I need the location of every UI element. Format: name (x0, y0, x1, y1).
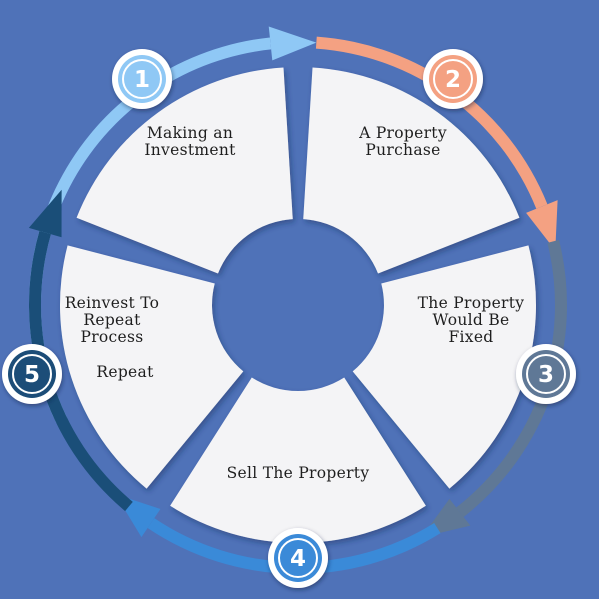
badge-group: 1 2 3 4 5 (2, 49, 576, 588)
step-number-4: 4 (290, 546, 306, 572)
arrow-arc-4 (147, 518, 441, 574)
arrow-arc-5 (28, 230, 133, 512)
badge-fill-5 (8, 350, 56, 398)
step-number-3: 3 (538, 362, 554, 388)
badge-inner-ring-3 (526, 354, 566, 394)
step-3-label-line-1: The Property (418, 294, 525, 312)
segment-4 (170, 377, 426, 543)
badge-inner-ring-1 (122, 59, 162, 99)
segment-5 (59, 245, 244, 489)
badge-fill-4 (274, 534, 322, 582)
segment-1 (76, 67, 293, 274)
step-number-1: 1 (134, 67, 150, 93)
step-2-label-line-2: Purchase (365, 141, 440, 159)
badge-inner-ring-2 (433, 59, 473, 99)
step-5-label-line-3: Process (80, 328, 143, 346)
segment-3 (352, 245, 536, 489)
step-5-extra-label: Repeat (96, 363, 154, 381)
step-badge-1 (112, 49, 172, 109)
step-5-label-line-2: Repeat (83, 311, 141, 329)
segment-ring (59, 67, 536, 543)
step-4-label-line-1: Sell The Property (227, 464, 370, 482)
step-1-label-line-2: Investment (144, 141, 236, 159)
step-badge-2 (423, 49, 483, 109)
step-5-label-line-1: Reinvest To (65, 294, 160, 312)
badge-fill-1 (118, 55, 166, 103)
step-number-5: 5 (24, 362, 40, 388)
badge-fill-2 (429, 55, 477, 103)
step-3-label-line-3: Fixed (448, 328, 493, 346)
arrow-head-2 (526, 200, 558, 251)
badge-inner-ring-5 (12, 354, 52, 394)
badge-fill-3 (522, 350, 570, 398)
step-3-label-line-2: Would Be (433, 311, 510, 329)
arrow-head-5 (28, 189, 62, 238)
segment-2 (303, 67, 520, 274)
step-badge-5 (2, 344, 62, 404)
step-1-label-line-1: Making an (147, 124, 233, 142)
step-badge-3 (516, 344, 576, 404)
step-badge-4 (268, 528, 328, 588)
arrow-head-1 (268, 26, 317, 61)
step-2-label-line-1: A Property (358, 124, 447, 142)
badge-inner-ring-4 (278, 538, 318, 578)
step-number-2: 2 (445, 67, 461, 93)
